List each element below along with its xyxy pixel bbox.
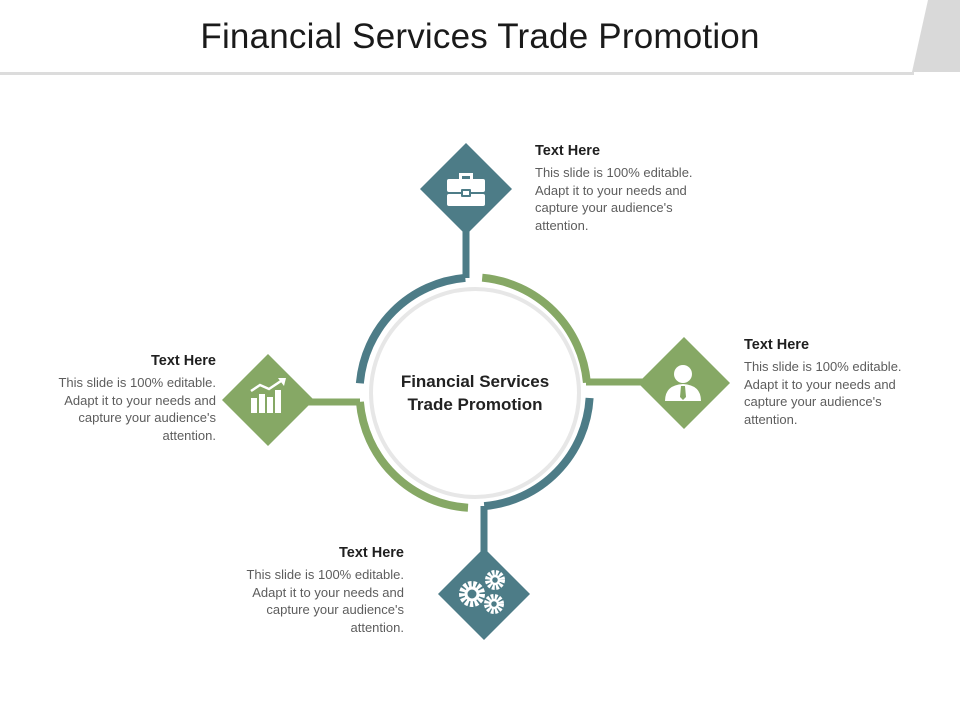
arc-top-left [355, 273, 466, 384]
text-block-body: This slide is 100% editable. Adapt it to… [744, 359, 902, 428]
text-block-heading: Text Here [535, 143, 601, 159]
text-block-heading: Text Here [338, 545, 404, 561]
diamond-bottom [438, 548, 530, 640]
text-block-right: Text Here This slide is 100% editable. A… [744, 337, 904, 429]
text-block-top: Text Here This slide is 100% editable. A… [535, 143, 695, 235]
arc-bottom-right [483, 397, 594, 511]
center-label-line1: Financial Services [400, 372, 550, 391]
text-block-heading: Text Here [744, 337, 810, 353]
center-label: Financial Services Trade Promotion [375, 370, 575, 416]
title-divider [0, 72, 914, 75]
text-block-body: This slide is 100% editable. Adapt it to… [535, 165, 693, 234]
user-icon [665, 365, 701, 401]
text-block-body: This slide is 100% editable. Adapt it to… [58, 375, 216, 444]
slide-title: Financial Services Trade Promotion [200, 17, 760, 56]
briefcase-icon [447, 173, 485, 206]
bar-chart-icon [250, 378, 286, 413]
text-block-body: This slide is 100% editable. Adapt it to… [246, 567, 404, 636]
text-block-heading: Text Here [150, 353, 216, 369]
diamond-left [222, 354, 314, 446]
text-block-left: Text Here This slide is 100% editable. A… [56, 353, 216, 445]
diamond-top [420, 143, 512, 235]
diamond-right [638, 337, 730, 429]
corner-tab-decoration [912, 0, 960, 72]
center-label-line2: Trade Promotion [407, 395, 543, 414]
arc-bottom-left [355, 401, 469, 512]
arc-top-right [481, 273, 591, 384]
gears-icon [459, 570, 505, 614]
text-block-bottom: Text Here This slide is 100% editable. A… [244, 545, 404, 637]
center-circle [369, 287, 581, 499]
